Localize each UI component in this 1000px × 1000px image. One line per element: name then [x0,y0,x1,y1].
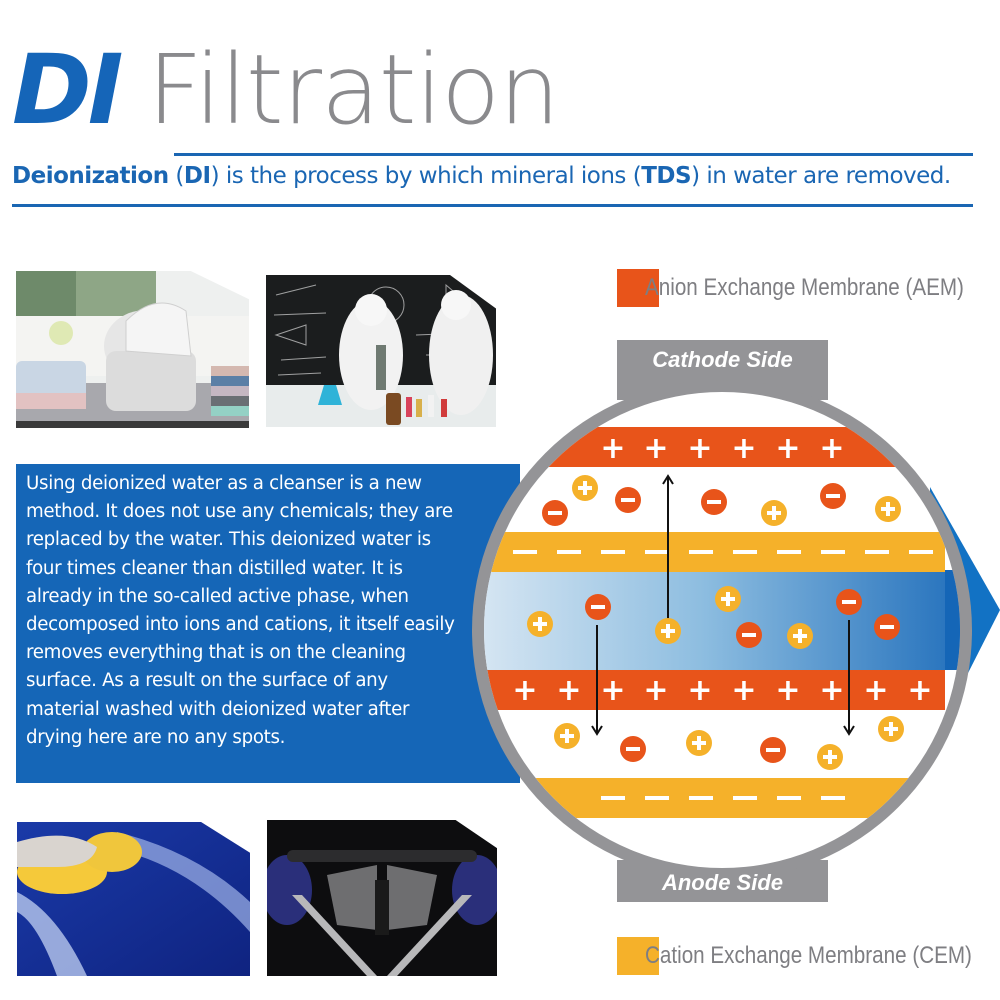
aem-swatch [617,269,659,307]
steam-iron-photo [16,271,249,428]
legend-aem: Anion Exchange Membrane (AEM) [617,269,1000,307]
svg-text:+: + [775,431,800,466]
svg-text:+: + [643,673,668,708]
svg-text:+: + [731,431,756,466]
top-divider [174,153,973,156]
svg-text:+: + [907,673,932,708]
cation-icons [527,475,904,770]
svg-text:+: + [600,673,625,708]
car-engine-photo [267,820,497,976]
svg-text:+: + [556,673,581,708]
svg-text:+: + [775,673,800,708]
subtitle-term: Deionization [12,163,169,189]
cathode-side-label: Cathode Side [652,347,793,372]
lab-scientists-photo [266,275,496,427]
description-band [16,464,516,783]
title-rest: Filtration [147,34,559,146]
svg-text:+: + [863,673,888,708]
svg-text:+: + [819,431,844,466]
svg-text:+: + [600,431,625,466]
svg-text:+: + [643,431,668,466]
aem-label: Anion Exchange Membrane (AEM) [645,274,964,301]
description-paragraph: Using deionized water as a cleanser is a… [26,473,455,748]
legend-cem: Cation Exchange Membrane (CEM) [617,937,1000,975]
page-title: DI Filtration [12,28,560,146]
membrane-diagram: + + + + + + + + + + + + + + + + [460,330,1000,920]
cem-swatch [617,937,659,975]
anion-icons [542,483,900,763]
svg-text:+: + [512,673,537,708]
svg-text:+: + [687,431,712,466]
svg-text:+: + [819,673,844,708]
cem-label: Cation Exchange Membrane (CEM) [645,942,972,969]
bottom-divider [12,204,973,207]
title-accent: DI [12,34,123,146]
svg-text:+: + [731,673,756,708]
svg-text:+: + [687,673,712,708]
car-washing-photo [17,822,250,976]
anode-side-label: Anode Side [661,870,783,895]
subtitle: Deionization (DI) is the process by whic… [12,163,951,189]
